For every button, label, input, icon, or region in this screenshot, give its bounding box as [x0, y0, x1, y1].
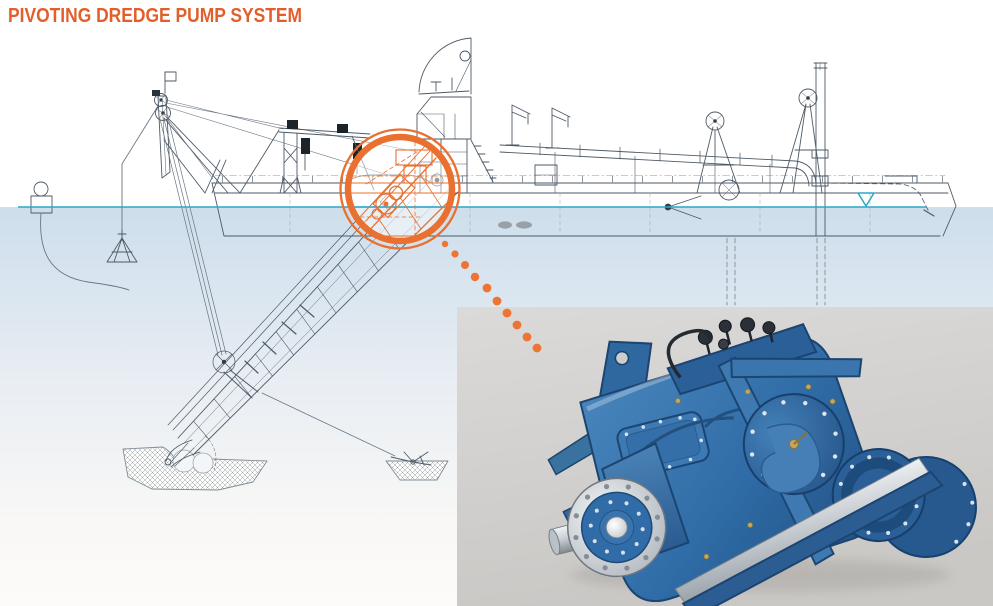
- ladder-hoist: [159, 117, 259, 399]
- sheave-icon: [798, 88, 818, 108]
- highlight-ring-thin: [339, 128, 461, 250]
- marker-buoy: [30, 181, 130, 291]
- valve-knobs: [666, 317, 776, 379]
- callout-dotted-line: [441, 240, 542, 353]
- stairs-icon: [470, 139, 497, 183]
- anchor-icon: [106, 229, 138, 263]
- page-title: PIVOTING DREDGE PUMP SYSTEM: [8, 4, 303, 27]
- spud-pole-submerged: [726, 237, 826, 306]
- discharge-pipeline: [499, 142, 935, 217]
- swing-anchor: [106, 105, 159, 263]
- buoy-icon: [33, 181, 49, 197]
- gearbox: [547, 317, 977, 606]
- pump-photo: [457, 307, 993, 606]
- spud-pole: [811, 62, 829, 237]
- waterline-symbol-icon: [857, 192, 875, 207]
- side-wire-anchor: [261, 392, 432, 466]
- highlight-circle: [339, 128, 461, 250]
- anchor-icon: [390, 451, 432, 466]
- dredger-line-drawing: [30, 37, 957, 491]
- pipeline-aframe: [696, 111, 741, 201]
- spud-gantry: [779, 62, 831, 237]
- highlight-ring-thick: [344, 133, 456, 245]
- deck-davits: [505, 104, 571, 186]
- cutter-head: [164, 435, 217, 471]
- radar-arc-icon: [418, 37, 472, 95]
- gearbox-flange: [566, 477, 667, 578]
- sheave-icon: [705, 111, 725, 131]
- ladder-gantry-mast: [152, 71, 241, 194]
- sheave-icon: [154, 93, 168, 107]
- seabed-hatch: [122, 446, 449, 491]
- flag-icon: [164, 71, 177, 82]
- sheave-icon: [155, 105, 171, 121]
